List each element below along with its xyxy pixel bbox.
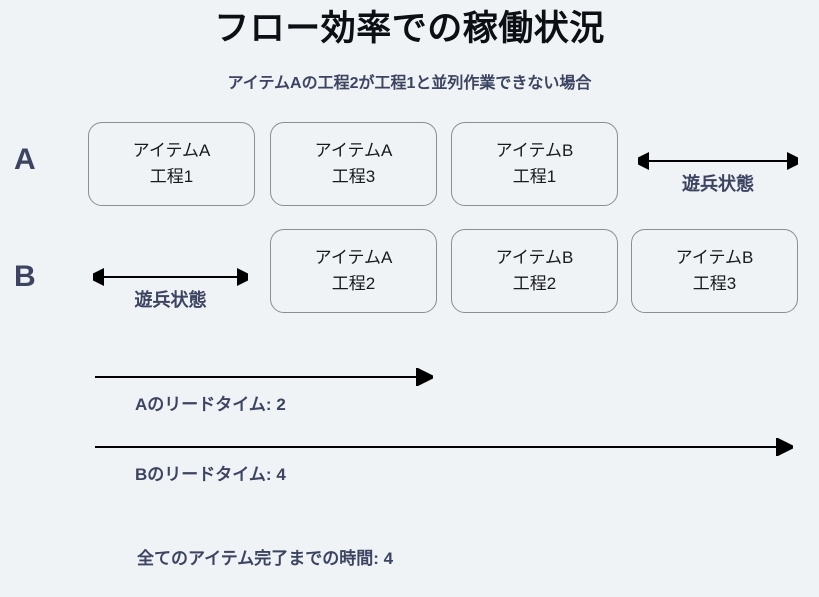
task-box-process: 工程2 bbox=[331, 274, 376, 293]
task-box-a-1[interactable]: アイテムA 工程1 bbox=[88, 122, 255, 206]
task-box-item: アイテムA bbox=[132, 140, 211, 160]
row-label-a: A bbox=[14, 143, 36, 176]
page-title: フロー効率での稼働状況 bbox=[214, 9, 605, 48]
task-box-process: 工程2 bbox=[512, 274, 557, 293]
leadtime-b-label: Bのリードタイム: 4 bbox=[135, 465, 286, 484]
leadtime-b: Bのリードタイム: 4 bbox=[93, 438, 793, 484]
task-box-b-3[interactable]: アイテムB 工程3 bbox=[631, 229, 798, 313]
arrow-right-icon bbox=[95, 368, 433, 386]
leadtime-a-label: Aのリードタイム: 2 bbox=[135, 395, 286, 414]
task-box-process: 工程1 bbox=[149, 167, 194, 186]
task-box-a-3[interactable]: アイテムB 工程1 bbox=[451, 122, 618, 206]
arrow-right-icon bbox=[95, 438, 793, 456]
page-subtitle: アイテムAの工程2が工程1と並列作業できない場合 bbox=[227, 75, 592, 92]
task-box-item: アイテムB bbox=[495, 247, 574, 267]
task-box-process: 工程3 bbox=[331, 167, 376, 186]
idle-label-row-a: 遊兵状態 bbox=[682, 174, 754, 194]
task-box-b-1[interactable]: アイテムA 工程2 bbox=[270, 229, 437, 313]
task-box-process: 工程3 bbox=[692, 274, 737, 293]
task-box-item: アイテムB bbox=[675, 247, 754, 267]
task-box-b-2[interactable]: アイテムB 工程2 bbox=[451, 229, 618, 313]
idle-marker-row-b: 遊兵状態 bbox=[93, 268, 248, 310]
task-box-process: 工程1 bbox=[512, 167, 557, 186]
idle-label-row-b: 遊兵状態 bbox=[134, 290, 207, 310]
double-arrow-icon bbox=[93, 268, 248, 286]
leadtime-a: Aのリードタイム: 2 bbox=[93, 368, 433, 414]
double-arrow-icon bbox=[638, 152, 798, 170]
idle-marker-row-a: 遊兵状態 bbox=[638, 152, 798, 194]
summary-label: 全てのアイテム完了までの時間: 4 bbox=[137, 549, 394, 568]
row-label-b: B bbox=[14, 260, 36, 293]
task-box-item: アイテムA bbox=[314, 247, 393, 267]
task-box-item: アイテムB bbox=[495, 140, 574, 160]
task-box-item: アイテムA bbox=[314, 140, 393, 160]
task-box-a-2[interactable]: アイテムA 工程3 bbox=[270, 122, 437, 206]
